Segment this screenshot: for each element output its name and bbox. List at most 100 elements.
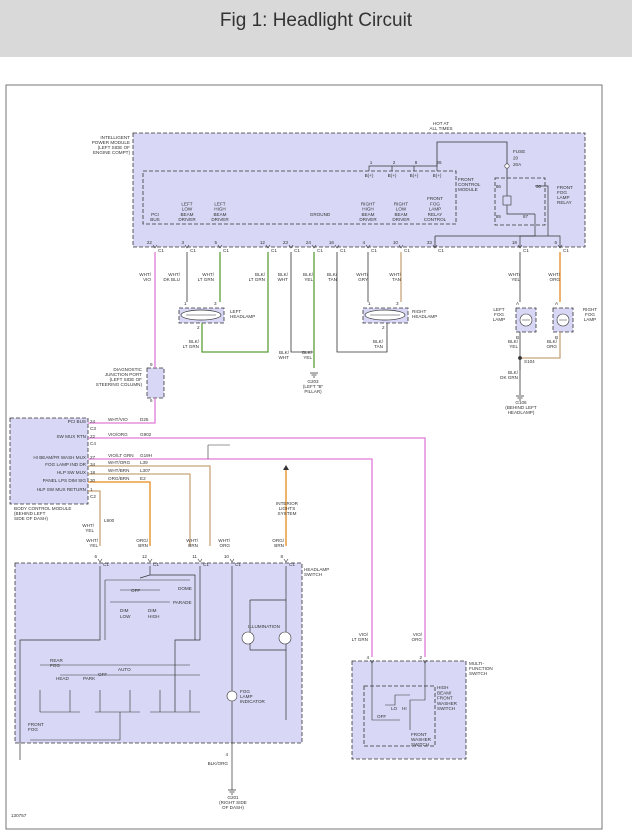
connector-label: C1: [371, 248, 377, 253]
diagram-label: BEAM: [394, 212, 407, 217]
diagram-label: WHT: [278, 277, 289, 282]
pin-number: 18: [90, 470, 96, 475]
pin-number: 85: [496, 214, 502, 219]
diagram-label: ORG: [412, 637, 423, 642]
diagram-label: BRN: [188, 543, 198, 548]
connector-label: C1: [158, 248, 164, 253]
pin-number: 24: [90, 419, 96, 424]
diagram-label: HEADLAMP: [304, 567, 329, 572]
diagram-label: BRN: [274, 543, 284, 548]
diagram-label: ALL TIMES: [429, 126, 452, 131]
diagram-label: VIO: [143, 277, 151, 282]
diagram-label: OFF: [131, 588, 140, 593]
diagram-label: HLP SW MUX RETURN: [37, 487, 86, 492]
diagram-label: WHT: [279, 355, 290, 360]
headlamp-switch-box: [14, 562, 303, 744]
connector-label: C1: [153, 562, 159, 567]
diagram-label: HLP SW MUX: [57, 470, 86, 475]
diagram-label: HIGH: [362, 207, 373, 212]
relay-coil: [502, 195, 512, 206]
diagram-label: YEL: [303, 355, 312, 360]
figure-id: 130757: [11, 813, 27, 818]
illumination-bulb-right: [278, 631, 292, 645]
diagram-label: POWER MODULE: [92, 140, 130, 145]
diagram-label: (BEHIND LEFT: [14, 511, 46, 516]
diagram-label: TAN: [328, 277, 337, 282]
high-beam-front-washer-switch-box: [363, 685, 436, 747]
diagram-label: LAMP: [584, 317, 597, 322]
diagram-label: BLK/: [373, 339, 384, 344]
diagram-label: FRONT: [28, 722, 44, 727]
pin-number: 6: [94, 554, 97, 559]
diagram-label: WASHER: [411, 737, 432, 742]
diagram-label: SWITCH: [304, 572, 322, 577]
diagram-label: DK BLU: [163, 277, 180, 282]
diagram-label: DOME: [178, 586, 192, 591]
diagram-label: HOT AT: [433, 121, 449, 126]
diagram-label: BLK/: [508, 339, 519, 344]
pin-number: 4: [225, 752, 228, 757]
hlp-return-wire: [88, 490, 101, 546]
connector-pin: [311, 244, 317, 249]
diagram-label: FOG: [557, 190, 567, 195]
diagram-label: ORG/: [136, 538, 148, 543]
diagram-label: LEFT: [181, 201, 192, 206]
diagram-label: MODULE: [458, 187, 478, 192]
diagram-label: HIGH: [437, 685, 448, 690]
diagram-label: WHT/: [168, 272, 180, 277]
hot-feed-wire: [436, 141, 508, 166]
pin-number: B: [516, 335, 519, 340]
circuit-label: D25: [140, 417, 149, 422]
diagram-label: CONTROL: [458, 182, 481, 187]
pin-number: 1: [184, 301, 187, 306]
diagram-label: WHT/: [508, 272, 520, 277]
g203-ground-symbol: [310, 372, 318, 378]
pin-number: 3: [214, 301, 217, 306]
diagram-label: LAMP: [557, 195, 570, 200]
pin-number: A: [555, 301, 559, 306]
diagram-label: ORG: [550, 277, 561, 282]
diagram-label: (RIGHT SIDE: [219, 800, 247, 805]
diagram-label: JUNCTION PORT: [105, 372, 142, 377]
pin-number: 87: [523, 214, 529, 219]
connector-label: C1: [294, 248, 300, 253]
diagram-label: BLK/: [278, 272, 289, 277]
junction-stub: [207, 444, 230, 459]
pin-number: 30: [536, 184, 542, 189]
diagram-label: ORG: [547, 344, 558, 349]
mf-contacts: [385, 694, 410, 706]
relay-coil-wire: [506, 178, 536, 224]
circuit-label: L39: [140, 460, 148, 465]
diagram-label: RELAY: [557, 200, 572, 205]
circuit-label: G902: [140, 432, 152, 437]
diagram-label: B(+): [365, 173, 374, 178]
connector-pin: [229, 558, 235, 563]
diagram-label: 20: [513, 156, 519, 161]
pin-number: 24: [306, 240, 312, 245]
wire-color-label: WHT/BRN: [108, 468, 129, 473]
diagram-label: DRIVER: [392, 217, 410, 222]
diagram-label: BLK/: [547, 339, 558, 344]
interior-arrow: [283, 465, 289, 470]
diagram-label: HIGH: [214, 207, 225, 212]
wire-color-label: VIO/ORG: [108, 432, 128, 437]
diagram-label: INTERIOR: [276, 501, 299, 506]
diagram-label: FRONT: [411, 732, 427, 737]
diagram-label: DIM: [148, 608, 157, 613]
connector-pin: [369, 659, 375, 664]
switch-contacts-mid: [39, 664, 200, 712]
diagram-label: BLK/: [508, 370, 519, 375]
pin-number: 30: [90, 478, 96, 483]
pin-number: 8: [415, 160, 418, 165]
connector-pin: [365, 244, 371, 249]
diagram-label: RIGHT: [583, 307, 597, 312]
pin-number: 26: [436, 160, 442, 165]
wire-color-label: WHT/ORG: [108, 460, 131, 465]
diagram-label: B(+): [410, 173, 419, 178]
diagram-label: (BEHIND LEFT: [505, 405, 537, 410]
fog-ind-wire: [88, 465, 211, 546]
pin-number: 22: [90, 434, 96, 439]
diagram-label: LT GRN: [198, 277, 214, 282]
pin-number: 86: [496, 184, 502, 189]
diagram-label: FRONT: [427, 196, 443, 201]
